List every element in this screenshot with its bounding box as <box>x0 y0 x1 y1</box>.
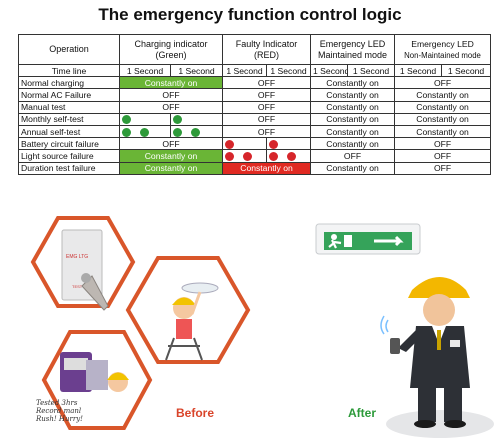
table-row: Normal charging Constantly on OFF Consta… <box>18 76 492 90</box>
red-led-dot <box>225 139 235 149</box>
charging-flash-cell <box>169 124 224 139</box>
red-led-dot <box>243 152 253 161</box>
faulty-cell: OFF <box>222 100 312 114</box>
nonmaintained-cell: OFF <box>394 161 492 175</box>
maintained-cell: Constantly on <box>310 124 396 139</box>
nonmaintained-cell: Constantly on <box>394 112 492 126</box>
hexagon-panel-test-switch: EMG LTG TEST <box>30 216 136 311</box>
green-led-dot <box>140 127 149 137</box>
green-led-dot <box>173 115 182 125</box>
svg-text:EMG LTG: EMG LTG <box>66 254 88 260</box>
faulty-cell: OFF <box>222 76 312 90</box>
table-row: Normal AC Failure OFF OFF Constantly on … <box>18 88 492 102</box>
red-led-dot <box>287 152 297 161</box>
row-label: Monthly self-test <box>18 112 120 126</box>
table-row: Manual test OFF OFF Constantly on Consta… <box>18 100 492 114</box>
faulty-flash-cell <box>266 137 312 151</box>
svg-text:Record manl: Record manl <box>35 407 81 415</box>
faulty-cell: Constantly on <box>222 161 312 175</box>
maintained-cell: Constantly on <box>310 161 396 175</box>
row-label: Annual self-test <box>18 124 120 139</box>
green-led-dot <box>173 127 182 137</box>
charging-cell: Constantly on <box>118 76 224 90</box>
maintained-cell: Constantly on <box>310 137 396 151</box>
maintained-cell: Constantly on <box>310 88 396 102</box>
header-operation: Operation <box>18 34 120 65</box>
maintained-cell: Constantly on <box>310 100 396 114</box>
timeline-second: 1 Second <box>347 63 396 78</box>
hexagon-worker-ladder <box>125 256 251 364</box>
charging-cell: OFF <box>118 137 224 151</box>
faulty-flash-cell <box>222 149 268 163</box>
timeline-second: 1 Second <box>441 63 492 78</box>
timeline-second: 1 Second <box>169 63 224 78</box>
table-row: Battery circuit failure OFF Constantly o… <box>18 137 492 151</box>
exit-sign-illustration <box>315 223 421 255</box>
row-label: Normal AC Failure <box>18 88 120 102</box>
before-illustration: EMG LTG TEST Tested 3hrs Record manl Rus… <box>30 216 251 430</box>
faulty-flash-cell <box>266 149 312 163</box>
charging-flash-cell <box>119 124 171 139</box>
table-row: Monthly self-test OFF Constantly on Cons… <box>18 112 492 126</box>
table-row: Duration test failure Constantly on Cons… <box>18 161 492 175</box>
timeline-row: Time line 1 Second 1 Second 1 Second 1 S… <box>18 63 492 78</box>
nonmaintained-cell: OFF <box>394 137 492 151</box>
maintained-cell: OFF <box>310 149 396 163</box>
row-label: Manual test <box>18 100 120 114</box>
before-label: Before <box>176 406 215 420</box>
control-logic-table: Operation Charging indicator(Green) Faul… <box>18 34 492 175</box>
row-label: Light source failure <box>18 149 120 163</box>
charging-cell: OFF <box>118 88 224 102</box>
row-label: Duration test failure <box>18 161 120 175</box>
svg-text:Rush! Hurry!: Rush! Hurry! <box>35 415 83 423</box>
timeline-label: Time line <box>18 63 120 78</box>
timeline-second: 1 Second <box>266 63 312 78</box>
red-led-dot <box>269 152 279 161</box>
row-label: Battery circuit failure <box>18 137 120 151</box>
svg-text:TEST: TEST <box>72 284 83 289</box>
header-faulty: Faulty Indicator(RED) <box>222 34 312 65</box>
charging-flash-cell <box>119 112 171 126</box>
charging-flash-cell <box>169 112 224 126</box>
timeline-second: 1 Second <box>394 63 443 78</box>
maintained-cell: Constantly on <box>310 112 396 126</box>
nonmaintained-cell: OFF <box>394 76 492 90</box>
charging-cell: Constantly on <box>118 149 224 163</box>
red-led-dot <box>225 152 235 161</box>
timeline-second: 1 Second <box>222 63 268 78</box>
header-row: Operation Charging indicator(Green) Faul… <box>18 34 492 65</box>
header-charging: Charging indicator(Green) <box>118 34 224 65</box>
faulty-cell: OFF <box>222 88 312 102</box>
green-led-dot <box>122 115 131 125</box>
faulty-flash-cell <box>222 137 268 151</box>
table-row: Annual self-test OFF Constantly on Const… <box>18 124 492 139</box>
nonmaintained-cell: Constantly on <box>394 124 492 139</box>
green-led-dot <box>122 127 131 137</box>
charging-cell: OFF <box>118 100 224 114</box>
table-row: Light source failure Constantly on OFF O… <box>18 149 492 163</box>
nonmaintained-cell: OFF <box>394 149 492 163</box>
hexagon-records: Tested 3hrs Record manl Rush! Hurry! <box>35 330 153 430</box>
after-illustration <box>380 277 494 438</box>
row-label: Normal charging <box>18 76 120 90</box>
faulty-cell: OFF <box>222 112 312 126</box>
nonmaintained-cell: Constantly on <box>394 88 492 102</box>
timeline-second: 1 Second <box>119 63 171 78</box>
green-led-dot <box>191 127 200 137</box>
svg-text:Tested 3hrs: Tested 3hrs <box>36 399 78 407</box>
red-led-dot <box>269 139 279 149</box>
page-title: The emergency function control logic <box>98 5 402 24</box>
nonmaintained-cell: Constantly on <box>394 100 492 114</box>
timeline-second: 1 Second <box>310 63 349 78</box>
maintained-cell: Constantly on <box>310 76 396 90</box>
after-label: After <box>348 406 377 420</box>
faulty-cell: OFF <box>222 124 312 139</box>
charging-cell: Constantly on <box>118 161 224 175</box>
